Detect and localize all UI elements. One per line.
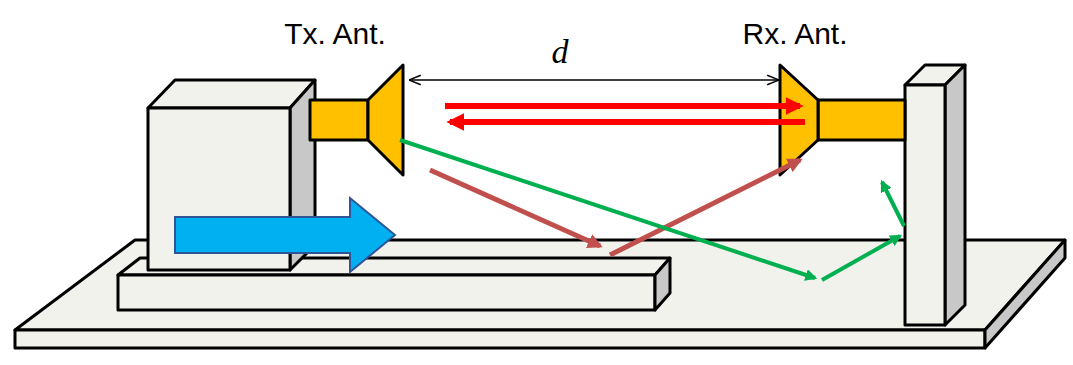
antenna-label: Tx. Ant.	[284, 19, 386, 49]
rx-mount	[905, 65, 965, 325]
antenna-label: Rx. Ant.	[742, 19, 847, 49]
mount-reflection-arrows	[400, 140, 904, 280]
tx-horn-antenna	[310, 65, 403, 175]
rail-reflection-arrows	[430, 160, 800, 255]
motion-arrow	[175, 198, 395, 272]
direct-wave-arrows	[445, 106, 805, 122]
dimension-label: d	[552, 35, 569, 69]
distance-dimension	[410, 80, 778, 81]
